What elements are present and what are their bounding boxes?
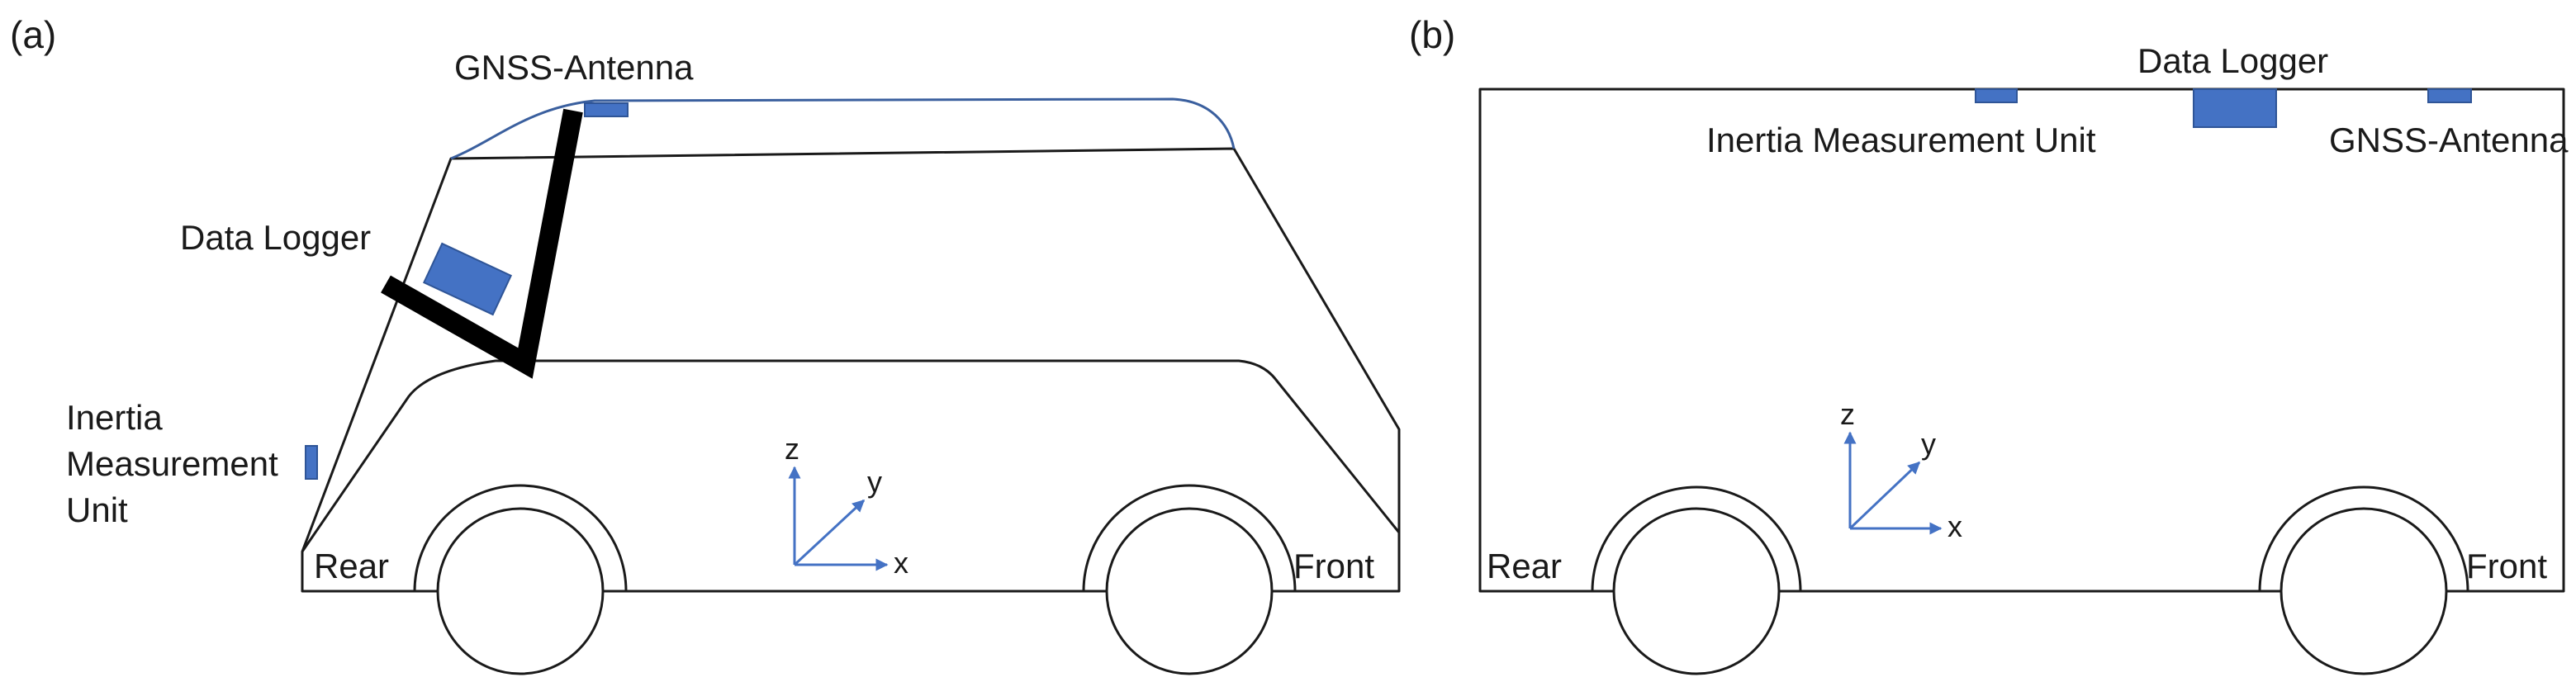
y-axis-arrow [793,499,866,566]
panel-b: (b) Data Logger Inertia Measurement Unit… [1409,13,2569,675]
imu-label-line-3: Unit [66,490,128,529]
panel-a-tag: (a) [10,13,56,56]
front-label-b: Front [2466,547,2547,585]
mounting-frame [381,108,583,379]
x-axis-label-b: x [1947,509,1962,543]
coordinate-axes-b: x y z [1840,397,1962,543]
belt-line [301,359,1401,552]
imu-label-b: Inertia Measurement Unit [1706,121,2096,159]
data-logger-label: Data Logger [180,218,371,257]
imu-device [305,445,318,480]
panel-b-tag: (b) [1409,13,1455,56]
data-logger-label-b: Data Logger [2137,41,2328,80]
gnss-antenna-label: GNSS-Antenna [454,48,694,87]
front-wheel-b [2279,507,2448,675]
rear-label: Rear [314,547,389,585]
gnss-antenna-label-b: GNSS-Antenna [2329,121,2569,159]
data-logger-device-b [2193,88,2277,128]
rear-wheel-arch-b [1591,485,1802,592]
rear-wheel-b [1612,507,1781,675]
gnss-antenna-device-b [2427,88,2472,103]
z-axis-label-b: z [1840,397,1855,431]
panel-a: (a) GNSS-Antenna Data Logger Inertia Mea… [10,13,1401,675]
rear-wheel [436,507,605,675]
front-wheel-arch [1082,484,1297,592]
coordinate-axes: x y z [785,432,908,580]
front-wheel-arch-b [2258,485,2469,592]
front-wheel [1105,507,1274,675]
imu-label-line-2: Measurement [66,444,278,483]
imu-label-line-1: Inertia [66,398,163,437]
y-axis-label: y [867,465,882,499]
roof-contour [450,97,1236,160]
rear-wheel-arch [413,484,628,592]
data-logger-device [422,242,513,316]
rear-label-b: Rear [1487,547,1562,585]
gnss-antenna-device [584,102,629,117]
x-axis-label: x [894,546,908,580]
y-axis-arrow-b [1848,461,1921,530]
imu-device-b [1975,88,2018,103]
y-axis-label-b: y [1921,427,1936,461]
vehicle-box-outline [1478,88,2565,593]
front-label: Front [1293,547,1374,585]
z-axis-label: z [785,432,799,466]
